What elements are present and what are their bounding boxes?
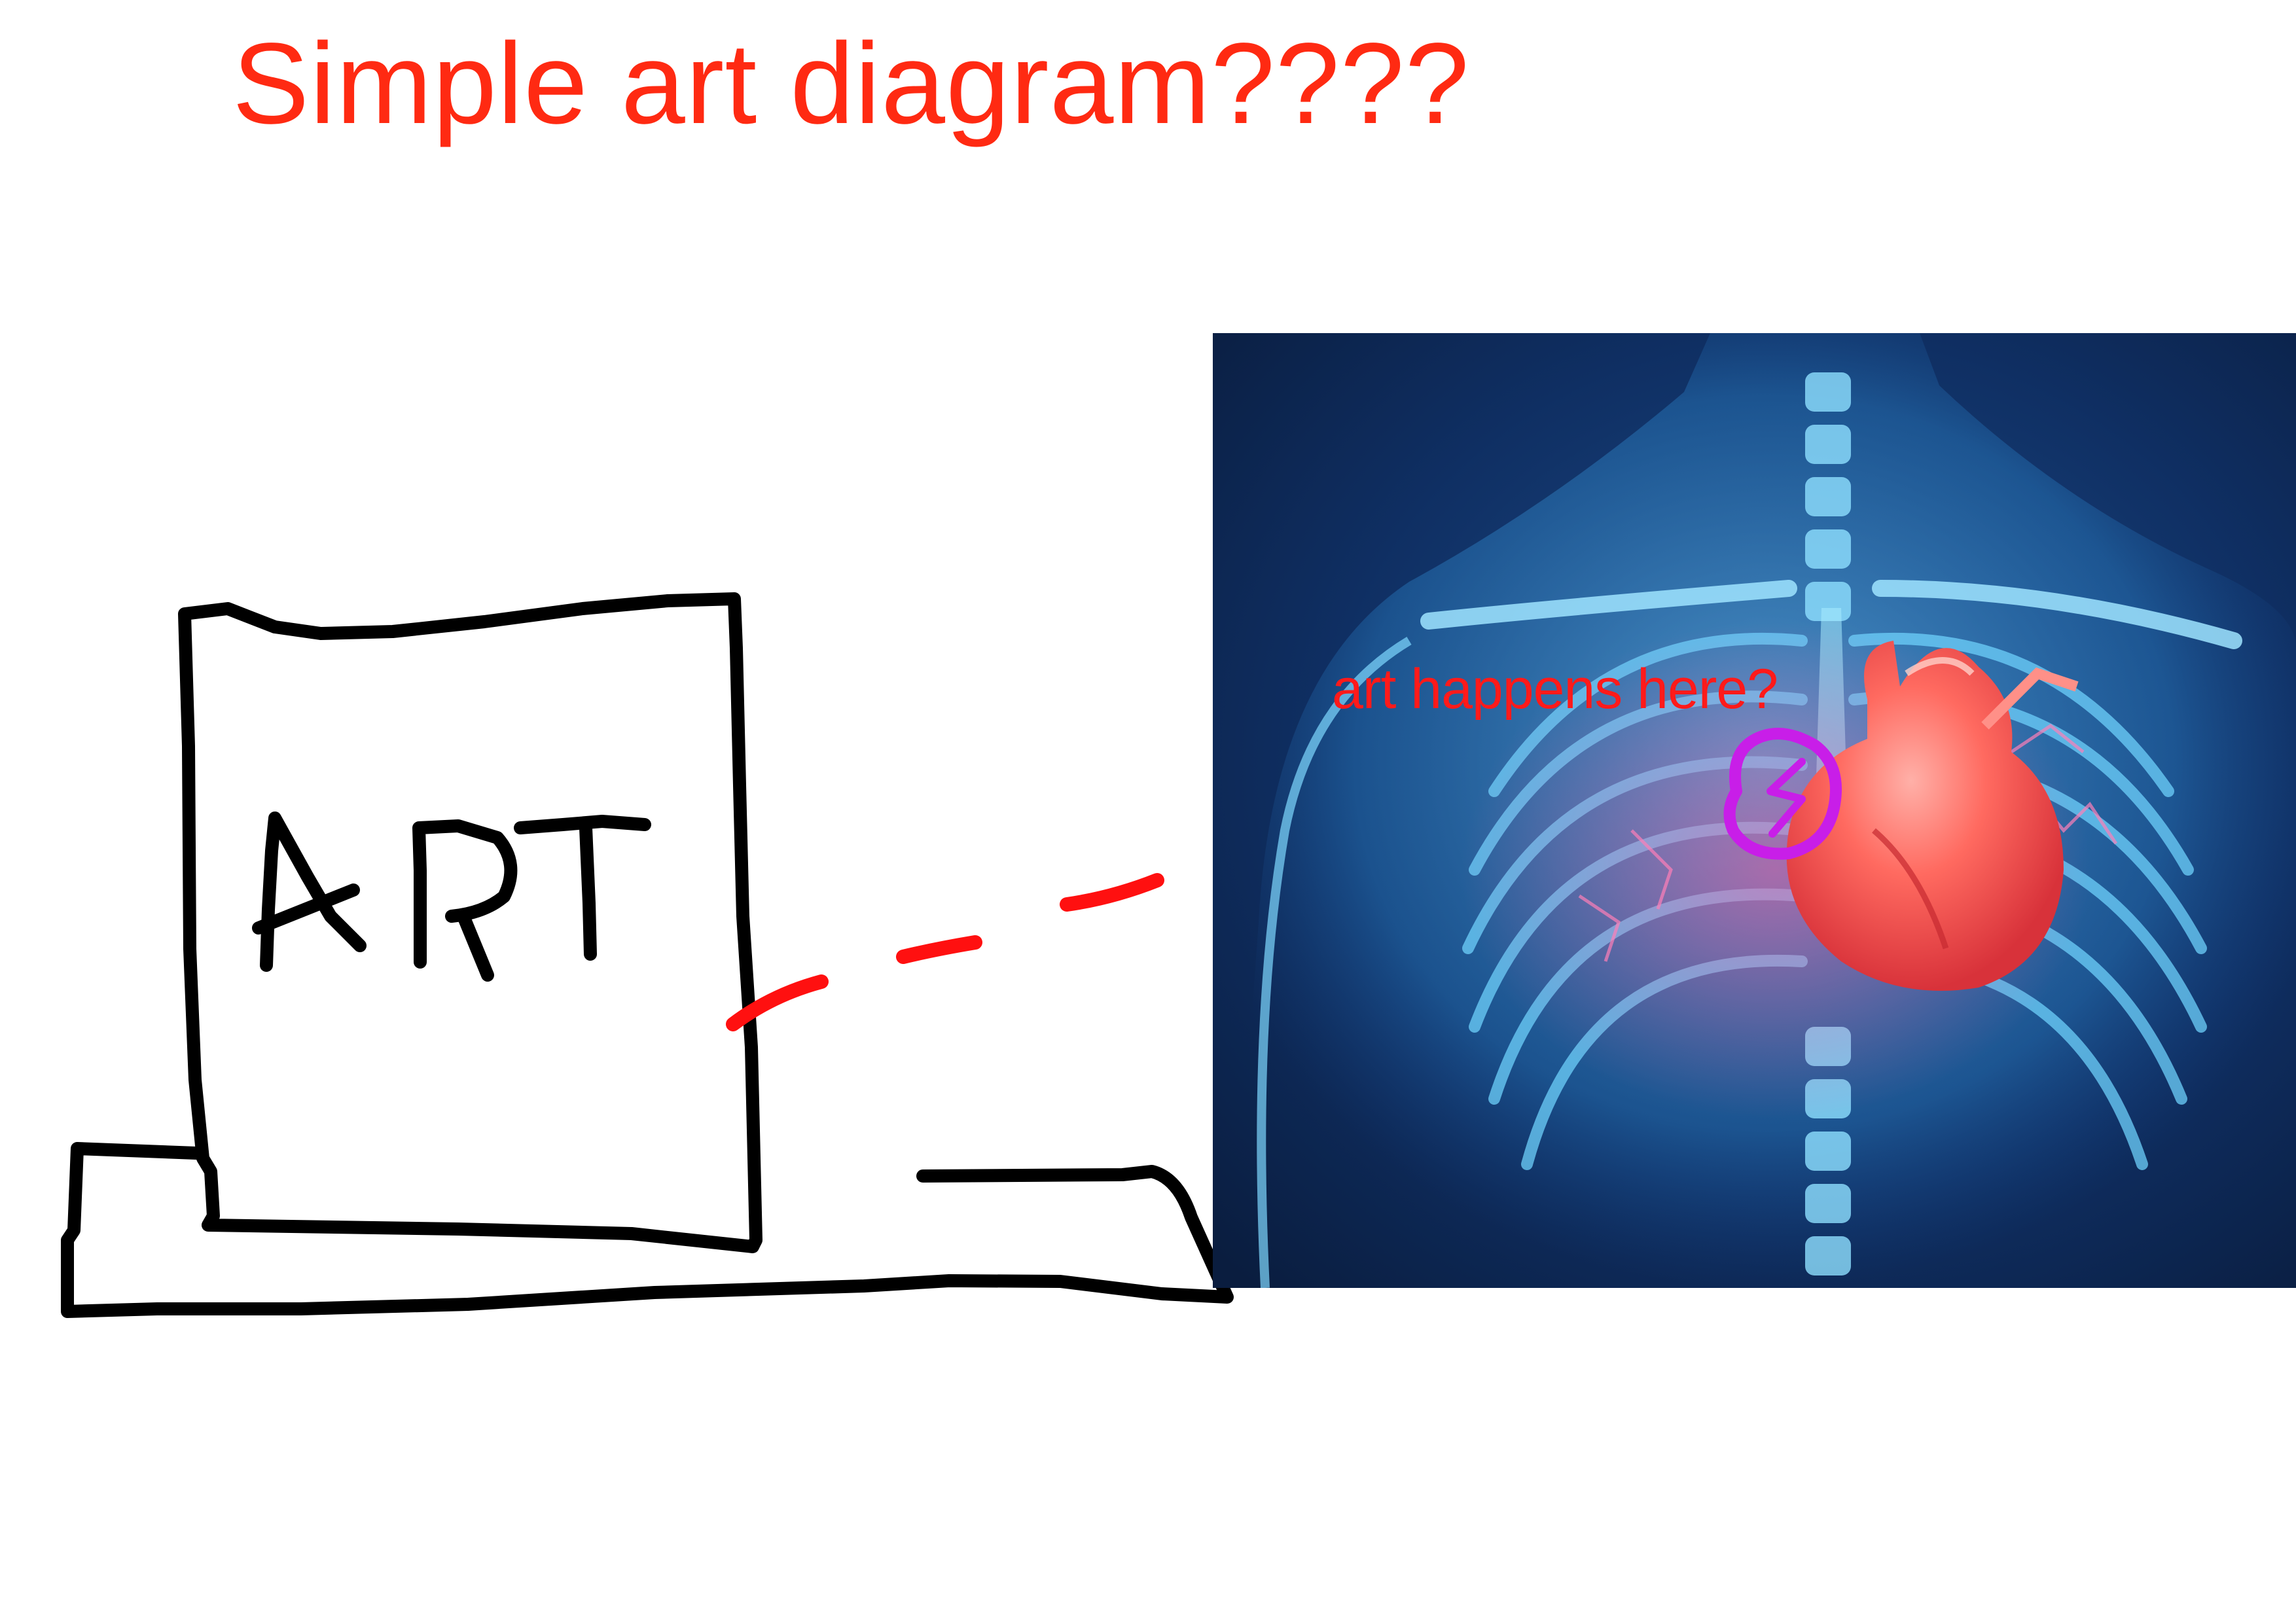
canvas-outline bbox=[178, 592, 762, 1253]
heart-annotation: art happens here? bbox=[1332, 658, 1778, 721]
box-label-letters bbox=[252, 812, 651, 982]
page-title: Simple art diagram???? bbox=[232, 20, 1470, 148]
heart bbox=[1786, 641, 2079, 991]
marker-circle bbox=[1723, 728, 1842, 860]
base-outline bbox=[61, 1142, 1234, 1318]
anatomy-image bbox=[1213, 333, 2296, 1288]
